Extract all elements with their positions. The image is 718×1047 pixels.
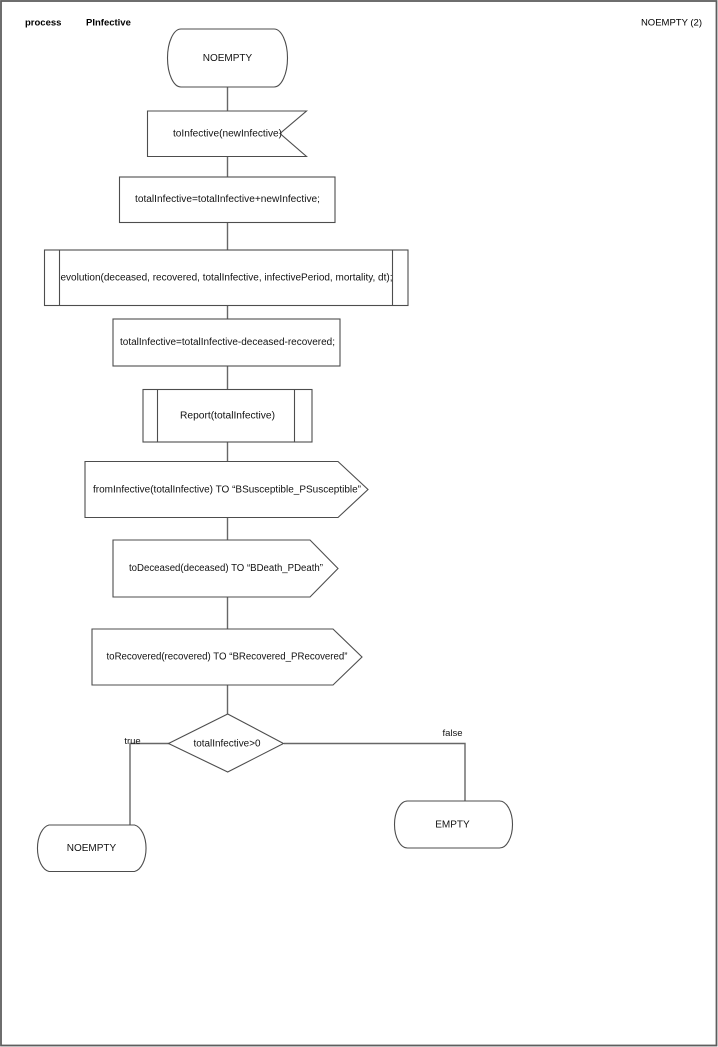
node-label: totalInfective=totalInfective-deceased-r… bbox=[120, 337, 335, 348]
node-next-state-false: EMPTY bbox=[393, 800, 514, 849]
branch-label-true: true bbox=[124, 736, 140, 747]
state-shape bbox=[36, 824, 147, 873]
decision-shape bbox=[167, 713, 285, 773]
node-input-signal: toInfective(newInfective) bbox=[146, 110, 308, 158]
input-signal-shape bbox=[146, 110, 308, 158]
state-shape bbox=[393, 800, 514, 849]
node-label: totalInfective>0 bbox=[194, 738, 261, 749]
node-label: NOEMPTY bbox=[203, 53, 253, 64]
procedure-shape bbox=[142, 388, 313, 443]
state-shape bbox=[166, 28, 289, 88]
true-branch-connector bbox=[129, 742, 169, 825]
node-label: fromInfective(totalInfective) TO “BSusce… bbox=[93, 484, 361, 495]
output-signal-shape bbox=[112, 539, 339, 598]
page-reference: NOEMPTY (2) bbox=[641, 18, 702, 29]
output-signal-shape bbox=[84, 460, 369, 519]
process-name: PInfective bbox=[86, 18, 131, 29]
node-decision: totalInfective>0 bbox=[167, 713, 285, 773]
node-output-from-infective: fromInfective(totalInfective) TO “BSusce… bbox=[84, 460, 369, 519]
node-task-update: totalInfective=totalInfective-deceased-r… bbox=[112, 318, 341, 367]
diagram-kind-label: process bbox=[25, 18, 61, 29]
task-shape bbox=[118, 176, 336, 224]
node-label: toDeceased(deceased) TO “BDeath_PDeath” bbox=[129, 563, 323, 574]
node-output-to-recovered: toRecovered(recovered) TO “BRecovered_PR… bbox=[91, 628, 363, 686]
node-procedure-evolution: evolution(deceased, recovered, totalInfe… bbox=[43, 249, 409, 307]
branch-label-false: false bbox=[442, 728, 462, 739]
node-label: totalInfective=totalInfective+newInfecti… bbox=[135, 194, 320, 205]
node-label: evolution(deceased, recovered, totalInfe… bbox=[61, 272, 393, 283]
node-label: Report(totalInfective) bbox=[180, 410, 275, 421]
false-branch-connector bbox=[284, 742, 466, 801]
node-task-add: totalInfective=totalInfective+newInfecti… bbox=[118, 176, 336, 224]
node-label: NOEMPTY bbox=[67, 843, 117, 854]
node-procedure-report: Report(totalInfective) bbox=[142, 388, 313, 443]
procedure-shape bbox=[43, 249, 409, 307]
node-label: toRecovered(recovered) TO “BRecovered_PR… bbox=[107, 652, 348, 663]
node-start-state: NOEMPTY bbox=[166, 28, 289, 88]
output-signal-shape bbox=[91, 628, 363, 686]
node-output-to-deceased: toDeceased(deceased) TO “BDeath_PDeath” bbox=[112, 539, 339, 598]
node-label: EMPTY bbox=[435, 819, 470, 830]
node-label: toInfective(newInfective) bbox=[173, 129, 282, 140]
task-shape bbox=[112, 318, 341, 367]
node-next-state-true: NOEMPTY bbox=[36, 824, 147, 873]
